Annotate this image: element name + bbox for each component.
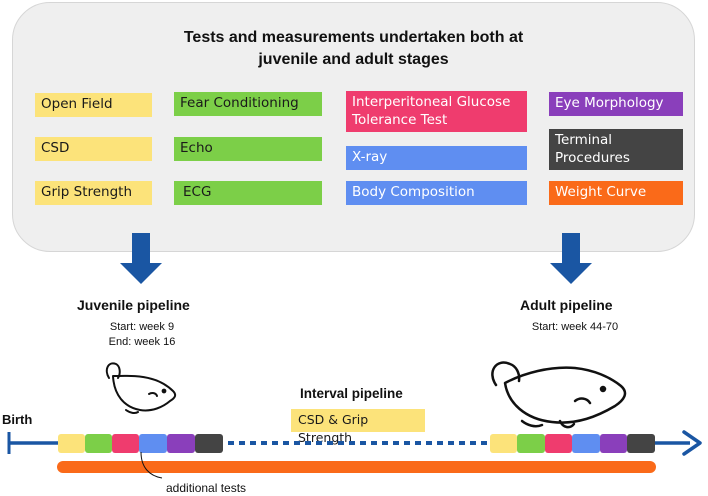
mouse-icon-large [491,361,627,429]
birth-label: Birth [2,412,33,427]
panel-title-line2: juvenile and adult stages [258,51,449,68]
weight-curve-bar [57,461,656,473]
tag-fear-conditioning: Fear Conditioning [174,92,322,116]
segment-adult-green [517,434,545,453]
segment-adult-blue [572,434,600,453]
tag-ecg: ECG [174,181,322,205]
tag-x-ray: X-ray [346,146,527,170]
tag-body-composition: Body Composition [346,181,527,205]
juvenile-title: Juvenile pipeline [77,297,190,313]
segment-adult-yellow [490,434,517,453]
down-arrow-icon-adult [550,233,592,284]
down-arrow-icon-juvenile [120,233,162,284]
juvenile-end: End: week 16 [108,336,176,348]
tag-eye-morphology: Eye Morphology [549,92,683,116]
tag-csd: CSD [35,137,152,161]
segment-adult-dark [627,434,655,453]
juvenile-start: Start: week 9 [109,321,175,333]
timeline-arrowhead-icon [682,430,702,456]
tag-open-field: Open Field [35,93,152,117]
tag-weight-curve: Weight Curve [549,181,683,205]
adult-start: Start: week 44-70 [531,321,619,333]
segment-juvenile-blue [139,434,167,453]
additional-tests-label: additional tests [166,481,247,495]
panel-title: Tests and measurements undertaken both a… [12,27,695,71]
additional-tests-callout [140,451,163,479]
segment-juvenile-yellow [58,434,85,453]
segment-juvenile-green [85,434,112,453]
segment-juvenile-pink [112,434,139,453]
tag-echo: Echo [174,137,322,161]
interval-title: Interval pipeline [300,386,403,401]
mouse-icon-small [105,362,177,415]
adult-title: Adult pipeline [520,297,613,313]
segment-adult-purple [600,434,627,453]
segment-juvenile-dark [195,434,223,453]
segment-juvenile-purple [167,434,195,453]
panel-title-line1: Tests and measurements undertaken both a… [183,29,524,46]
segment-adult-pink [545,434,572,453]
tag-grip-strength: Grip Strength [35,181,152,205]
